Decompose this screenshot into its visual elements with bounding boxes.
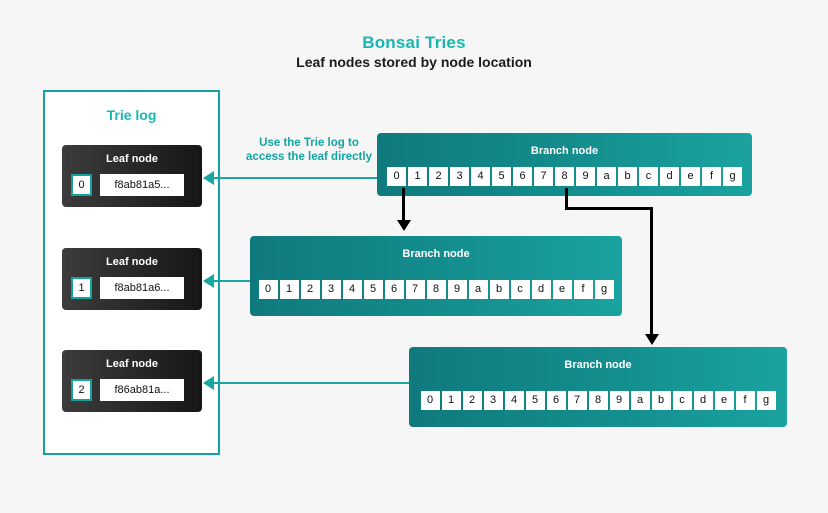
- leaf-node-card-0[interactable]: Leaf node 0 f8ab81a5...: [62, 145, 202, 207]
- connector-branch2-to-leaf1: [214, 280, 250, 282]
- branch-cell[interactable]: 5: [363, 280, 383, 299]
- branch-cell[interactable]: 1: [279, 280, 299, 299]
- branch-cell[interactable]: c: [639, 167, 658, 186]
- branch-cell[interactable]: 0: [258, 280, 278, 299]
- page-title: Bonsai Tries: [362, 33, 466, 52]
- branch-cell[interactable]: e: [681, 167, 700, 186]
- branch-cell[interactable]: 7: [405, 280, 425, 299]
- branch-cell[interactable]: 3: [321, 280, 341, 299]
- connector-branch1-to-leaf0: [214, 177, 380, 179]
- branch-cell[interactable]: d: [531, 280, 551, 299]
- branch-cell[interactable]: 6: [546, 391, 566, 410]
- connector-arrow-branch2-icon: [397, 220, 411, 231]
- leaf-node-label: Leaf node: [106, 358, 158, 370]
- branch-cell[interactable]: 3: [483, 391, 503, 410]
- branch-node-label: Branch node: [402, 248, 470, 260]
- annotation-line-1: Use the Trie log to: [259, 137, 359, 149]
- leaf-node-row: 1 f8ab81a6...: [71, 277, 184, 299]
- branch-cell[interactable]: 4: [504, 391, 524, 410]
- branch-cell[interactable]: g: [756, 391, 776, 410]
- leaf-node-hash: f86ab81a...: [100, 379, 184, 401]
- branch-node-cells: 0 1 2 3 4 5 6 7 8 9 a b c d e f g: [250, 280, 622, 299]
- branch-cell[interactable]: 1: [408, 167, 427, 186]
- leaf-node-card-2[interactable]: Leaf node 2 f86ab81a...: [62, 350, 202, 412]
- branch-cell[interactable]: d: [660, 167, 679, 186]
- leaf-node-card-1[interactable]: Leaf node 1 f8ab81a6...: [62, 248, 202, 310]
- branch-cell[interactable]: 8: [588, 391, 608, 410]
- branch-cell[interactable]: 0: [387, 167, 406, 186]
- branch-cell[interactable]: 5: [492, 167, 511, 186]
- leaf-node-index: 0: [71, 174, 92, 196]
- branch-cell[interactable]: e: [714, 391, 734, 410]
- annotation-note: Use the Trie log to access the leaf dire…: [234, 136, 384, 164]
- connector-arrow-leaf0-icon: [203, 171, 214, 185]
- branch-cell[interactable]: b: [618, 167, 637, 186]
- branch-cell[interactable]: c: [510, 280, 530, 299]
- branch-cell[interactable]: c: [672, 391, 692, 410]
- branch-cell[interactable]: 7: [567, 391, 587, 410]
- branch-node-cells: 0 1 2 3 4 5 6 7 8 9 a b c d e f g: [409, 391, 787, 410]
- leaf-node-index: 1: [71, 277, 92, 299]
- branch-node-label: Branch node: [530, 145, 599, 157]
- leaf-node-label: Leaf node: [106, 153, 158, 165]
- branch-cell[interactable]: 2: [429, 167, 448, 186]
- annotation-line-2: access the leaf directly: [246, 151, 372, 163]
- branch-cell[interactable]: 8: [555, 167, 574, 186]
- connector-cell8-horizontal: [565, 207, 653, 210]
- leaf-node-index: 2: [71, 379, 92, 401]
- branch-cell[interactable]: 4: [471, 167, 490, 186]
- branch-cell[interactable]: 0: [420, 391, 440, 410]
- branch-cell[interactable]: f: [702, 167, 721, 186]
- connector-cell8-vertical-1: [565, 188, 568, 209]
- branch-cell[interactable]: 9: [576, 167, 595, 186]
- branch-cell[interactable]: g: [723, 167, 742, 186]
- branch-cell[interactable]: a: [468, 280, 488, 299]
- branch-node-cells: 0 1 2 3 4 5 6 7 8 9 a b c d e f g: [377, 167, 752, 186]
- branch-cell[interactable]: 2: [462, 391, 482, 410]
- connector-branch3-to-leaf2: [214, 382, 410, 384]
- branch-cell[interactable]: e: [552, 280, 572, 299]
- branch-cell[interactable]: 2: [300, 280, 320, 299]
- branch-node-1[interactable]: Branch node 0 1 2 3 4 5 6 7 8 9 a b c d …: [377, 133, 752, 196]
- branch-cell[interactable]: b: [651, 391, 671, 410]
- trie-log-label: Trie log: [106, 107, 157, 123]
- branch-cell[interactable]: d: [693, 391, 713, 410]
- connector-arrow-leaf1-icon: [203, 274, 214, 288]
- branch-cell[interactable]: a: [630, 391, 650, 410]
- page-subtitle: Leaf nodes stored by node location: [296, 54, 532, 70]
- connector-arrow-branch3-icon: [645, 334, 659, 345]
- branch-cell[interactable]: 9: [609, 391, 629, 410]
- branch-node-label: Branch node: [564, 359, 632, 371]
- branch-cell[interactable]: 1: [441, 391, 461, 410]
- branch-cell[interactable]: 3: [450, 167, 469, 186]
- branch-cell[interactable]: b: [489, 280, 509, 299]
- branch-cell[interactable]: 5: [525, 391, 545, 410]
- branch-cell[interactable]: 4: [342, 280, 362, 299]
- branch-cell[interactable]: 6: [384, 280, 404, 299]
- branch-cell[interactable]: f: [735, 391, 755, 410]
- branch-cell[interactable]: a: [597, 167, 616, 186]
- leaf-node-row: 0 f8ab81a5...: [71, 174, 184, 196]
- branch-node-2[interactable]: Branch node 0 1 2 3 4 5 6 7 8 9 a b c d …: [250, 236, 622, 316]
- branch-node-3[interactable]: Branch node 0 1 2 3 4 5 6 7 8 9 a b c d …: [409, 347, 787, 427]
- leaf-node-hash: f8ab81a5...: [100, 174, 184, 196]
- branch-cell[interactable]: g: [594, 280, 614, 299]
- connector-cell0-to-branch2: [402, 188, 405, 222]
- branch-cell[interactable]: f: [573, 280, 593, 299]
- branch-cell[interactable]: 6: [513, 167, 532, 186]
- branch-cell[interactable]: 7: [534, 167, 553, 186]
- branch-cell[interactable]: 8: [426, 280, 446, 299]
- leaf-node-row: 2 f86ab81a...: [71, 379, 184, 401]
- branch-cell[interactable]: 9: [447, 280, 467, 299]
- connector-cell8-vertical-2: [650, 207, 653, 337]
- connector-arrow-leaf2-icon: [203, 376, 214, 390]
- leaf-node-hash: f8ab81a6...: [100, 277, 184, 299]
- leaf-node-label: Leaf node: [106, 256, 158, 268]
